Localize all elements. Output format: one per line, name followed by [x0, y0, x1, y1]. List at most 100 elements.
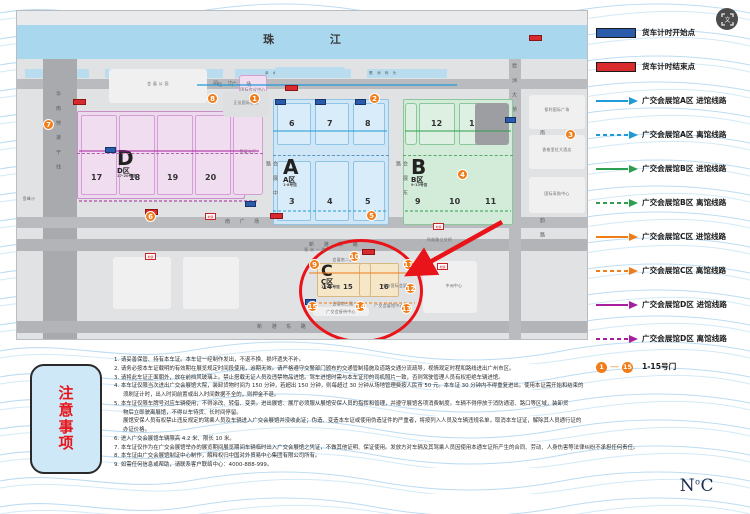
hall-19[interactable]: 19	[167, 173, 179, 182]
logo-n: N	[679, 476, 696, 496]
note-item: 2. 请务必按本车证载明的有效期在展览规定时间段使用，逾期无效。请严格遵守交警部…	[114, 365, 515, 372]
legend-label: 广交会展馆A区 离馆线路	[642, 129, 727, 139]
hall-3[interactable]: 3	[289, 197, 295, 206]
hall-5[interactable]: 5	[365, 197, 371, 206]
hall-6[interactable]: 6	[289, 119, 295, 128]
hall-11[interactable]: 11	[485, 197, 497, 206]
zone-c-name: C区	[321, 278, 334, 286]
hall-13[interactable]: 13	[469, 119, 480, 128]
zone-c-letter: C	[321, 261, 333, 280]
hall-8[interactable]: 8	[365, 119, 371, 128]
gate-marker-7[interactable]: 7	[43, 119, 54, 130]
gate-marker-6[interactable]: 6	[145, 211, 156, 222]
hall-7[interactable]: 7	[327, 119, 333, 128]
note-item: 9. 如需任何信息或帮助，请联系客户联络中心：4000-888-999。	[114, 462, 273, 468]
venue-map[interactable]: 珠 江 亲 水 公 园 亲 水 公 园 琶 洲 码 头 阅 江 中 路 华 南 …	[16, 10, 588, 340]
gate-marker-8[interactable]: 8	[207, 93, 218, 104]
hall-15[interactable]: 15	[343, 283, 353, 291]
scan-frame-icon[interactable]: 文	[716, 8, 738, 30]
road-zhanlan-2: 会展南三路	[332, 301, 354, 306]
note-item: 须刷证计时，出入时间前置或出入时间数据不全的，则押金不退。	[123, 392, 280, 398]
logo-c: C	[700, 476, 714, 496]
legend-row: 广交会展馆A区 进馆线路	[596, 86, 744, 116]
route-d-out-icon	[596, 335, 642, 343]
legend-row: 广交会展馆A区 离馆线路	[596, 120, 744, 150]
zone-d-name: D区	[117, 167, 130, 175]
legend-gate-row: 1 — 15 1-15号门	[596, 358, 744, 376]
route-c-in-icon	[596, 233, 642, 241]
legend-label: 广交会展馆D区 进馆线路	[642, 299, 727, 309]
hall-12[interactable]: 12	[431, 119, 443, 128]
hall-10[interactable]: 10	[449, 197, 461, 206]
notice-char-1: 注	[58, 384, 74, 402]
logo-sup: o	[695, 477, 701, 487]
legend-row: 广交会展馆B区 进馆线路	[596, 154, 744, 184]
gate-marker-14[interactable]: 14	[355, 301, 366, 312]
gate-marker-10[interactable]: 10	[349, 251, 360, 262]
note-item: 6. 进入广交会展馆车辆限高 4.2 米、限长 10 米。	[114, 435, 235, 442]
legend-label: 广交会展馆B区 进馆线路	[642, 163, 727, 173]
hall-17[interactable]: 17	[91, 173, 103, 182]
gate-marker-12[interactable]: 12	[405, 283, 416, 294]
zone-d-sub: 17-20号馆	[117, 174, 136, 178]
timing-end-marker	[529, 35, 542, 41]
hall-16[interactable]: 16	[379, 283, 389, 291]
wharf-label: 琶 洲 码 头	[369, 71, 399, 75]
legend-row: 广交会展馆C区 离馆线路	[596, 256, 744, 286]
legend-label: 广交会展馆C区 进馆线路	[642, 231, 727, 241]
route-b-in-icon	[596, 165, 642, 173]
note-item: 4. 本车证仅限当次进出广交会展馆大院，装卸货物时间为 150 分钟，若超出 1…	[114, 383, 584, 390]
legend-label: 货车计时开始点	[642, 27, 696, 37]
timing-start-swatch	[596, 28, 642, 38]
hall-20[interactable]: 20	[205, 173, 217, 182]
note-item: 7. 本车证仅作为在广交会展馆举办的展览期间展览期间车辆临时出入广交会展馆之凭证…	[114, 444, 639, 451]
gate-marker-1[interactable]: 1	[249, 93, 260, 104]
route-lines	[79, 84, 511, 304]
gate-marker-4[interactable]: 4	[457, 169, 468, 180]
zone-a-sub: 1-8号馆	[283, 183, 297, 187]
map-legend: 货车计时开始点 货车计时结束点 广交会展馆A区 进馆线路 广交会展馆A区 离馆线…	[596, 18, 744, 380]
gate-marker-15[interactable]: 15	[307, 301, 318, 312]
note-item: 1. 请妥善保管、持有本车证。本车证一经制作发出，不退不换、损坏遗失不补。	[114, 357, 305, 363]
gate-marker-3[interactable]: 3	[565, 129, 576, 140]
notice-list: 1. 请妥善保管、持有本车证。本车证一经制作发出，不退不换、损坏遗失不补。 2.…	[114, 356, 714, 470]
block-cinema: 正佳国际影城	[233, 100, 259, 105]
route-a-in-icon	[596, 97, 642, 105]
zone-a-letter: A	[283, 155, 299, 179]
metro-icon: 地铁	[433, 223, 444, 230]
legend-row: 货车计时结束点	[596, 52, 744, 82]
timing-end-marker	[73, 99, 86, 105]
zone-b-sub: 9-13号馆	[411, 183, 428, 187]
hall-9[interactable]: 9	[415, 197, 421, 206]
legend-label: 1-15号门	[642, 361, 677, 371]
gate-marker-9[interactable]: 9	[309, 259, 320, 270]
route-a-out-icon	[596, 131, 642, 139]
gate-to: 15	[622, 361, 633, 373]
gate-marker-2[interactable]: 2	[369, 93, 380, 104]
legend-label: 广交会展馆A区 进馆线路	[642, 95, 727, 105]
road-yuejiang: 阅 江 中 路	[213, 81, 262, 87]
timing-start-marker	[355, 99, 366, 105]
zone-b-letter: B	[411, 155, 427, 179]
hall-4[interactable]: 4	[327, 197, 333, 206]
timing-start-marker	[105, 147, 116, 153]
road-huizhan-east: 会 展 东 路	[395, 161, 408, 200]
notes-section: 注 意 事 项 1. 请妥善保管、持有本车证。本车证一经制作发出，不退不换、损坏…	[18, 352, 732, 504]
note-item: 办证价格。	[123, 427, 150, 433]
route-b-out-icon	[596, 199, 642, 207]
route-d-in-icon	[596, 301, 642, 309]
gate-marker-5[interactable]: 5	[366, 210, 377, 221]
c-zone-pointer-arrow	[404, 220, 504, 277]
gate-marker-13[interactable]: 13	[401, 303, 412, 314]
block-zhongzhou-intl: 中洲国际会展中心	[382, 283, 416, 288]
road-pazhou-1: 琶 洲 一 路	[304, 247, 326, 252]
legend-label: 广交会展馆D区 离馆线路	[642, 333, 727, 343]
timing-end-marker	[285, 85, 298, 91]
block-purchasing-center: 国际采购中心	[544, 191, 570, 196]
hall-18[interactable]: 18	[129, 173, 141, 182]
hall-14[interactable]: 14	[322, 283, 332, 291]
